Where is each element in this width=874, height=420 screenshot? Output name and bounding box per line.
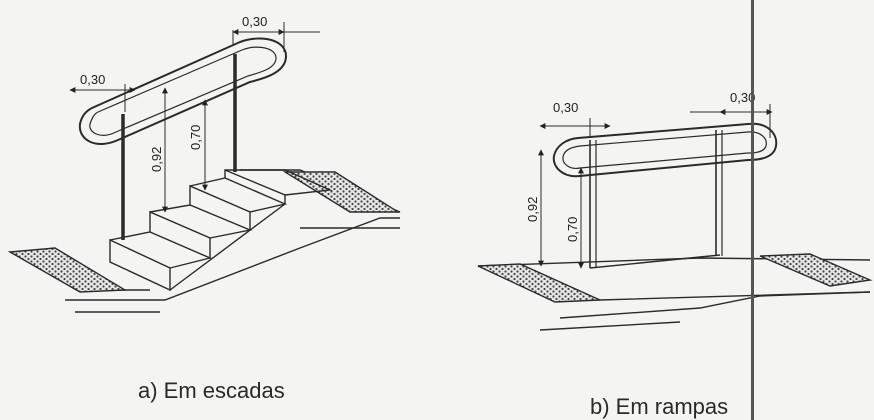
ramp-height-upper-label: 0,92	[525, 197, 540, 222]
stair-steps	[109, 168, 333, 292]
stair-height-upper-label: 0,92	[149, 147, 164, 172]
stair-handrail	[78, 37, 288, 145]
stair-dimension-lines	[69, 22, 320, 213]
tactile-strip-bottom	[7, 247, 128, 293]
caption-ramps: b) Em rampas	[590, 394, 728, 419]
ramp-tactile-strip-left	[477, 263, 601, 303]
stair-height-lower-label: 0,70	[188, 125, 203, 150]
ramp-left-width-label: 0,30	[553, 100, 578, 115]
ramp-diagram	[477, 104, 873, 331]
stair-left-width-label: 0,30	[80, 72, 105, 87]
ramp-dimension-labels: 0,30 0,30 0,92 0,70	[525, 90, 755, 242]
caption-stairs: a) Em escadas	[138, 378, 285, 403]
scan-edge	[751, 0, 754, 420]
stair-top-width-label: 0,30	[242, 14, 267, 29]
ramp-handrail	[552, 122, 778, 178]
ramp-dimension-lines	[538, 104, 773, 269]
ramp-tactile-strip-right	[759, 253, 873, 287]
ramp-handrail-inner	[562, 131, 767, 169]
stair-diagram	[7, 22, 401, 313]
ramp-height-lower-label: 0,70	[565, 217, 580, 242]
stair-dimension-labels: 0,30 0,30 0,92 0,70	[80, 14, 267, 172]
stair-handrail-inner	[89, 46, 277, 136]
ramp-right-width-label: 0,30	[730, 90, 755, 105]
